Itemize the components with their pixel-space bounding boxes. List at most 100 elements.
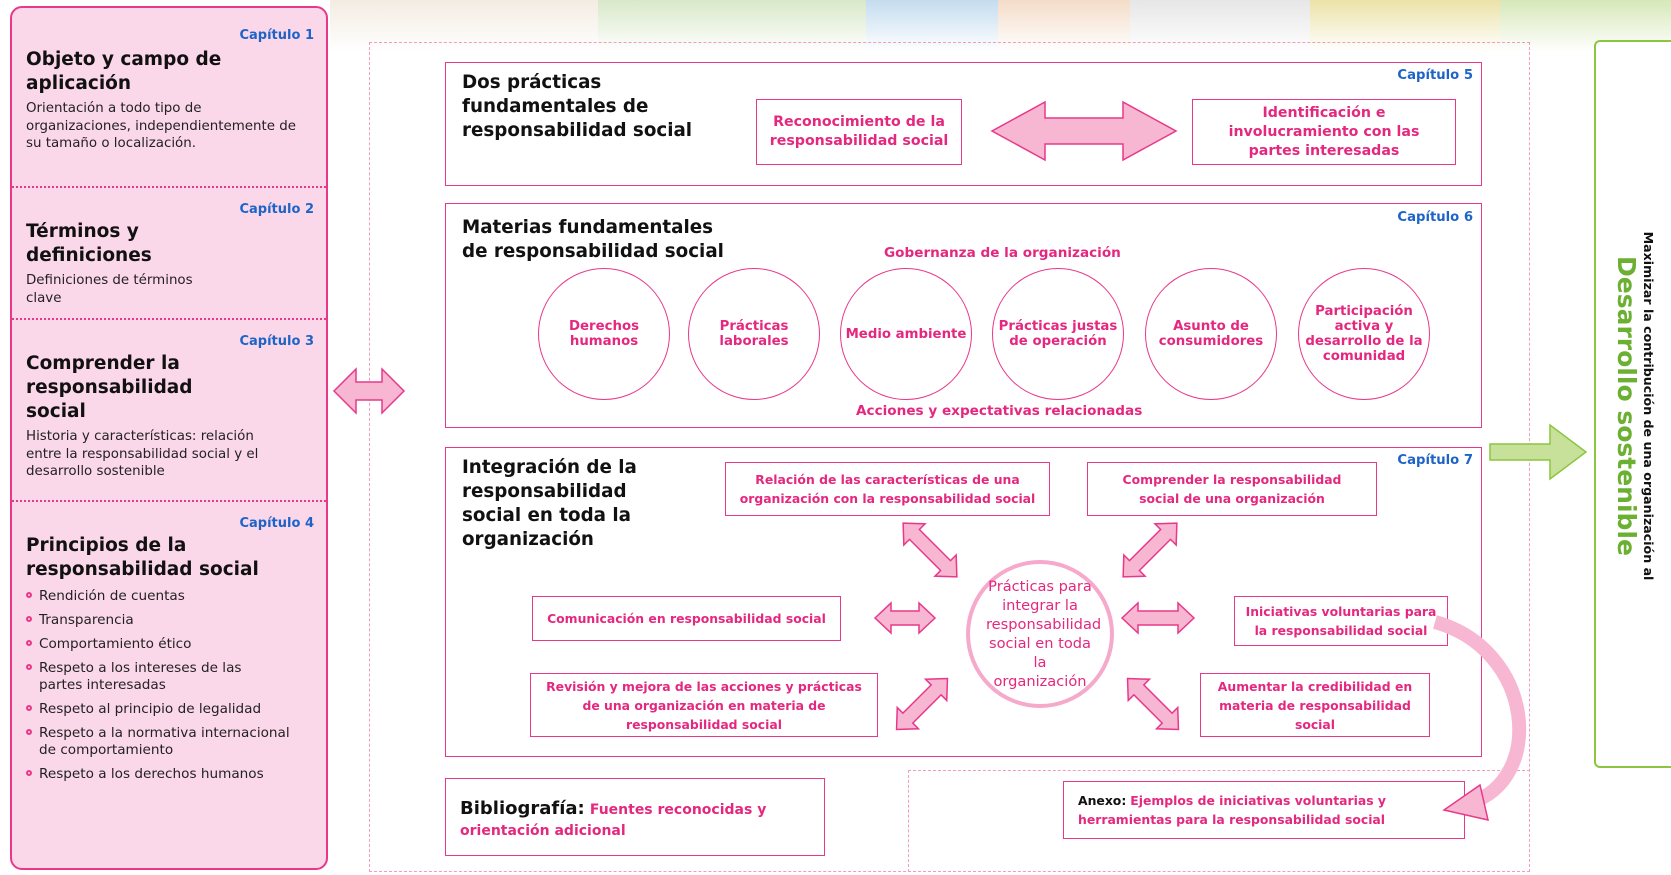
box-title: Materias fundamentales de responsabilida…: [462, 217, 724, 262]
bullet-icon: [26, 729, 32, 735]
curved-arrow-head-icon: [1442, 783, 1489, 821]
subject-circle: [840, 268, 972, 400]
center-practices-circle: [966, 560, 1114, 708]
chapter-label: Capítulo 4: [239, 516, 314, 531]
list-item: Comportamiento ético: [26, 636, 314, 653]
annex-description: Ejemplos de iniciativas voluntarias y he…: [1078, 793, 1386, 827]
principle-label: Transparencia: [39, 612, 134, 628]
list-item: Respeto al principio de legalidad: [26, 701, 314, 718]
practice-box-stakeholders: Identificación e involucramiento con las…: [1192, 99, 1456, 165]
chapter-label: Capítulo 7: [1397, 453, 1473, 468]
subject-circle: [688, 268, 820, 400]
bibliography-description: Fuentes reconocidas y orientación adicio…: [460, 802, 767, 839]
subject-circle: [1145, 268, 1277, 400]
box-title: Integración de la responsabilidad social…: [462, 457, 637, 550]
list-item: Respeto a los derechos humanos: [26, 766, 314, 783]
divider: [12, 318, 326, 320]
principle-label: Respeto al principio de legalidad: [39, 701, 262, 717]
header-image-band: [330, 0, 1671, 52]
section-chapter-1: Capítulo 1 Objeto y campo de aplicación …: [12, 24, 326, 153]
bibliography-text: Bibliografía: Fuentes reconocidas y orie…: [460, 799, 800, 841]
section-title: Objeto y campo de aplicación: [26, 49, 222, 94]
list-item: Transparencia: [26, 612, 314, 629]
band-segment: [1130, 0, 1310, 52]
subject-circle: [992, 268, 1124, 400]
subject-label: Participación activa y desarrollo de la …: [1305, 304, 1423, 364]
subject-circle: [538, 268, 670, 400]
box-label: Relación de las características de una o…: [739, 472, 1036, 506]
sustainable-development-panel: [1594, 40, 1671, 768]
practice-label: Identificación e involucramiento con las…: [1228, 104, 1420, 159]
subject-label: Medio ambiente: [845, 326, 967, 342]
chapter-label: Capítulo 2: [239, 202, 314, 217]
curved-arrow-icon: [1432, 615, 1527, 810]
ch5-double-arrow-icon: [990, 100, 1178, 162]
section-text: Definiciones de términos clave: [26, 273, 193, 306]
box-title: Dos prácticas fundamentales de responsab…: [462, 72, 693, 141]
box-label: Comprender la responsabilidad social de …: [1122, 472, 1342, 506]
bullet-icon: [26, 664, 32, 670]
section-text: Historia y características: relación ent…: [26, 429, 259, 479]
section-title: Principios de la responsabilidad social: [26, 535, 259, 580]
center-practices-label: Prácticas para integrar la responsabilid…: [986, 578, 1102, 690]
principle-label: Respeto a la normativa internacional de …: [39, 725, 290, 758]
subject-label: Prácticas laborales: [719, 319, 789, 349]
subject-label: Derechos humanos: [568, 319, 640, 349]
section-chapter-2: Capítulo 2 Términos y definiciones Defin…: [12, 198, 326, 307]
bullet-icon: [26, 640, 32, 646]
actions-label: Acciones y expectativas relacionadas: [856, 403, 1143, 419]
box-label: Iniciativas voluntarias para la responsa…: [1245, 604, 1437, 638]
practice-box-recognition: Reconocimiento de la responsabilidad soc…: [756, 99, 962, 165]
subject-circle: [1298, 268, 1430, 400]
box-communication: Comunicación en responsabilidad social: [532, 596, 841, 641]
principles-list: Rendición de cuentas Transparencia Compo…: [26, 588, 314, 783]
left-double-arrow-icon: [332, 367, 406, 415]
box-label: Revisión y mejora de las acciones y prác…: [546, 678, 862, 732]
bibliography-label: Bibliografía:: [460, 798, 585, 819]
section-text: Orientación a todo tipo de organizacione…: [26, 101, 296, 151]
double-arrow-icon: [1122, 522, 1178, 578]
list-item: Rendición de cuentas: [26, 588, 314, 605]
list-item: Respeto a la normativa internacional de …: [26, 725, 309, 759]
double-arrow-icon: [902, 522, 958, 578]
band-segment: [1310, 0, 1500, 52]
divider: [12, 186, 326, 188]
box-label: Aumentar la credibilidad en materia de r…: [1217, 678, 1413, 732]
chapter-label: Capítulo 3: [239, 334, 314, 349]
chapter-label: Capítulo 5: [1397, 68, 1473, 83]
box-characteristics: Relación de las características de una o…: [725, 462, 1050, 516]
box-understand: Comprender la responsabilidad social de …: [1087, 462, 1377, 516]
section-chapter-4: Capítulo 4 Principios de la responsabili…: [12, 512, 326, 790]
band-segment: [598, 0, 866, 52]
chapter-label: Capítulo 6: [1397, 210, 1473, 225]
divider: [12, 500, 326, 502]
double-arrow-icon: [873, 601, 937, 635]
governance-label: Gobernanza de la organización: [884, 245, 1121, 261]
double-arrow-icon: [1120, 601, 1196, 635]
principle-label: Respeto a los intereses de las partes in…: [39, 660, 242, 693]
principle-label: Rendición de cuentas: [39, 588, 185, 604]
bullet-icon: [26, 592, 32, 598]
double-arrow-icon: [895, 677, 949, 731]
left-column: Capítulo 1 Objeto y campo de aplicación …: [10, 6, 328, 870]
band-segment: [866, 0, 998, 52]
bullet-icon: [26, 616, 32, 622]
box-credibility: Aumentar la credibilidad en materia de r…: [1200, 673, 1430, 737]
bibliography-box: Bibliografía: Fuentes reconocidas y orie…: [445, 778, 825, 856]
green-arrow-icon: [1489, 423, 1588, 481]
practice-label: Reconocimiento de la responsabilidad soc…: [769, 114, 949, 149]
annex-text: Anexo: Ejemplos de iniciativas voluntari…: [1078, 791, 1448, 829]
box-review: Revisión y mejora de las acciones y prác…: [530, 673, 878, 737]
chapter-5-box: Capítulo 5 Dos prácticas fundamentales d…: [445, 62, 1482, 186]
subject-label: Asunto de consumidores: [1158, 319, 1264, 349]
band-segment: [330, 0, 598, 52]
double-arrow-icon: [1126, 677, 1180, 731]
box-voluntary: Iniciativas voluntarias para la responsa…: [1234, 596, 1448, 646]
annex-box: Anexo: Ejemplos de iniciativas voluntari…: [1063, 781, 1465, 839]
principle-label: Respeto a los derechos humanos: [39, 766, 264, 782]
principle-label: Comportamiento ético: [39, 636, 192, 652]
list-item: Respeto a los intereses de las partes in…: [26, 660, 279, 694]
box-label: Comunicación en responsabilidad social: [547, 611, 826, 626]
section-chapter-3: Capítulo 3 Comprender la responsabilidad…: [12, 330, 326, 481]
